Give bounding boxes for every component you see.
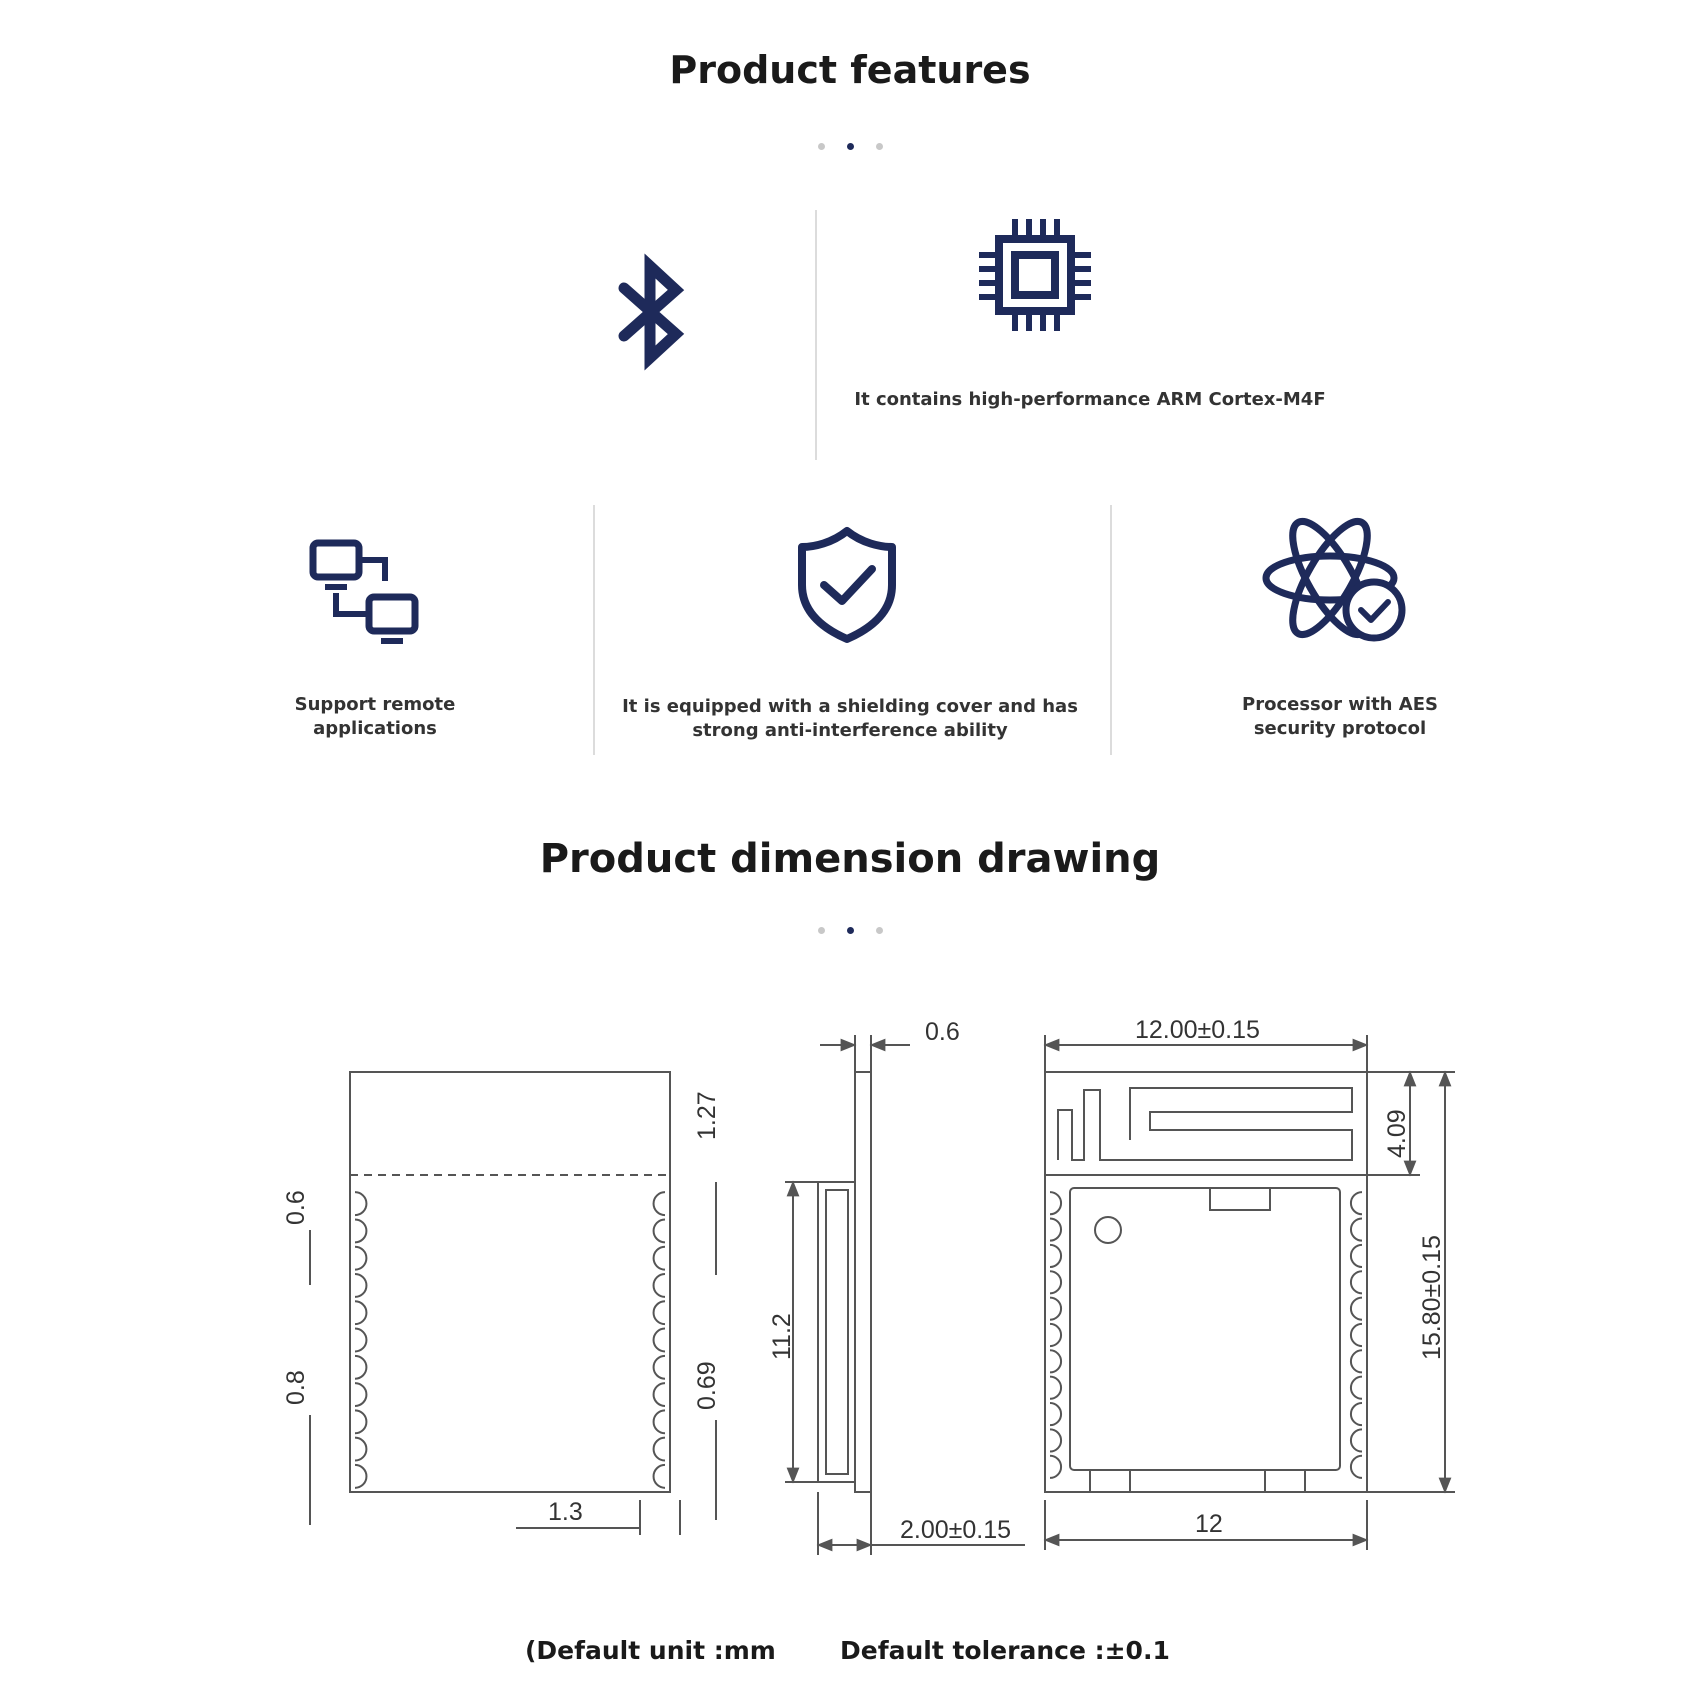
castellated-pin [1049,1217,1062,1242]
castellated-pin [652,1218,666,1244]
castellated-pin [652,1463,666,1489]
divider [815,210,817,460]
bluetooth-icon [618,253,685,371]
divider [1110,505,1112,755]
castellated-pin [354,1273,368,1298]
feature-caption-chip: It contains high-performance ARM Cortex-… [854,389,1326,410]
castellated-pin [1350,1270,1363,1295]
feature-caption-remote: Support remote applications [294,694,456,739]
dim-length-total: 15.80±0.15 [1418,1235,1446,1360]
castellated-pin [1049,1322,1062,1348]
castellated-pin [652,1300,666,1326]
atom-check-icon [1262,517,1406,642]
castellated-pin [1049,1402,1062,1427]
castellated-pin [354,1245,368,1271]
castellated-pin [1049,1191,1062,1216]
dim-thickness-pcb: 0.6 [925,1018,960,1046]
castellated-pin [1350,1375,1363,1400]
castellated-pin [652,1354,666,1380]
castellated-pin [1350,1296,1363,1321]
footer-tolerance: Default tolerance :±0.1 [840,1636,1170,1665]
dim-antenna-height: 4.09 [1383,1109,1411,1158]
castellated-pin [354,1218,368,1244]
network-icon [309,539,419,644]
castellated-pin [1350,1454,1363,1479]
dimensions-title: Product dimension drawing [539,836,1161,882]
castellated-pin [1350,1191,1363,1216]
divider [593,505,595,755]
castellated-pin [1350,1243,1363,1268]
dimension-drawing: 0.6 1.27 0.6 0.8 0.69 1.3 11.2 2.00±0.15… [282,1016,1455,1555]
castellated-pin [652,1409,666,1435]
castellated-pin [1049,1454,1062,1479]
castellated-pin [1049,1349,1062,1374]
castellated-pin [652,1273,666,1298]
dim-pin-pitch: 0.8 [282,1370,310,1405]
castellated-pin [354,1300,368,1326]
dim-edge-offset: 1.3 [548,1498,583,1526]
dim-total-thickness: 2.00±0.15 [900,1516,1011,1544]
carousel-dots [0,920,1700,939]
carousel-dots [0,136,1700,155]
castellated-pin [354,1327,368,1353]
shield-check-icon [798,527,896,643]
dim-shield-height: 11.2 [768,1313,796,1360]
castellated-pin [1049,1296,1062,1321]
castellated-pin [354,1463,368,1489]
dim-top-height: 1.27 [693,1091,721,1140]
dim-width-total: 12.00±0.15 [1135,1016,1260,1044]
castellated-pin [652,1436,666,1462]
castellated-pin [1350,1402,1363,1427]
castellated-pin [1350,1217,1363,1242]
castellated-pin [1049,1270,1062,1295]
castellated-pin [354,1191,368,1217]
footer-unit: (Default unit :mm [525,1636,776,1665]
chip-icon [979,219,1091,331]
feature-caption-shield: It is equipped with a shielding cover an… [622,696,1078,741]
castellated-pin [1350,1428,1363,1453]
dim-width-bottom: 12 [1195,1510,1223,1538]
castellated-pin [354,1382,368,1407]
castellated-pin [354,1409,368,1435]
castellated-pin [652,1382,666,1407]
dim-pin-width: 0.6 [282,1190,310,1225]
castellated-pin [1049,1243,1062,1268]
castellated-pin [1049,1428,1062,1453]
castellated-pin [1350,1349,1363,1374]
feature-caption-aes: Processor with AES security protocol [1242,694,1438,739]
dim-pin-gap: 0.69 [693,1361,721,1410]
castellated-pin [354,1436,368,1462]
features-title: Product features [669,48,1031,92]
castellated-pin [652,1327,666,1353]
castellated-pin [652,1191,666,1217]
castellated-pin [1350,1322,1363,1348]
castellated-pin [652,1245,666,1271]
castellated-pin [1049,1375,1062,1400]
castellated-pin [354,1354,368,1380]
